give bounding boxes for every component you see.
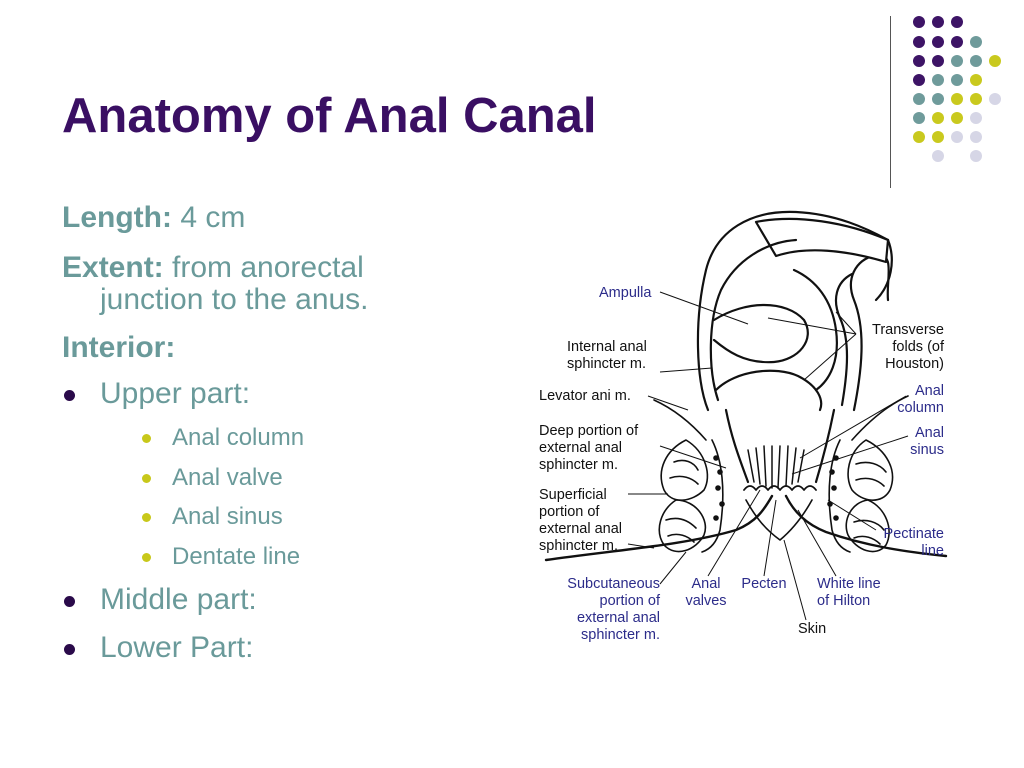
label-deep-line2: external anal [539,440,622,456]
label-pectinate-line2: line [921,543,944,559]
dots-lavender [932,93,1001,162]
interior-line: Interior: [62,326,462,370]
label-ampulla: Ampulla [599,285,652,301]
sub-bullet-dot [142,473,151,483]
sub-bullet-dot [142,434,151,443]
skin-line [544,494,948,562]
title-divider-line [890,16,891,188]
label-transverse-line1: Transverse [872,322,944,338]
bullet-label: Lower Part: [100,631,254,664]
dots-yellow [913,55,1001,143]
length-value: 4 cm [180,201,246,234]
label-internal-line2: sphincter m. [567,356,646,372]
diagram-labels: Ampulla Internal anal sphincter m. Levat… [539,285,945,643]
canal-left-wall [724,408,750,484]
anal-valves [743,485,817,491]
canal-right-wall [814,408,836,484]
label-subcutaneous-line3: external anal [577,610,660,626]
list-item: Anal sinus [62,497,462,537]
extent-line: Extent: from anorectal [62,246,462,290]
list-item: Lower Part: [62,624,462,672]
bullet-dot [64,644,75,655]
list-item: Upper part: [62,370,462,418]
label-superficial-line3: external anal [539,521,622,537]
label-anal-valves-line2: valves [685,593,726,609]
sub-bullet-label: Anal sinus [172,503,283,530]
bullet-label: Upper part: [100,377,251,410]
levator-ani-left [653,399,707,441]
label-deep-line1: Deep portion of [539,423,639,439]
bullet-dot [64,596,75,607]
levator-ani-right [851,395,909,441]
label-transverse-line3: Houston) [885,356,944,372]
anal-columns [747,445,805,489]
label-subcutaneous-line1: Subcutaneous [567,576,660,592]
extent-label: Extent: [62,251,164,284]
list-item: Anal valve [62,458,462,498]
length-label: Length: [62,201,172,234]
list-item: Middle part: [62,576,462,624]
label-deep-line3: sphincter m. [539,457,618,473]
sub-bullet-dot [142,513,151,522]
label-white-line-line2: of Hilton [817,593,870,609]
bullet-label: Middle part: [100,583,257,616]
label-superficial-line4: sphincter m. [539,538,618,554]
label-subcutaneous-line4: sphincter m. [581,627,660,643]
slide-title: Anatomy of Anal Canal [62,89,597,143]
rectum-inner-wall [709,238,798,402]
anal-canal-diagram: Ampulla Internal anal sphincter m. Levat… [539,210,948,643]
interior-label: Interior: [62,331,176,364]
list-item: Dentate line [62,537,462,577]
dots-teal [913,36,982,124]
sub-bullet-dot [142,552,151,562]
sub-bullet-label: Dentate line [172,542,301,570]
label-internal-line1: Internal anal [567,339,647,355]
slide-body: Length: 4 cm Extent: from anorectal junc… [62,196,462,672]
label-white-line-line1: White line [817,576,881,592]
label-anal-column-line2: column [897,400,944,416]
rectum-outer-wall-right [849,253,890,412]
ampulla-fold-lower [714,369,823,412]
leader-lines [627,291,909,621]
label-superficial-line1: Superficial [539,487,607,503]
label-superficial-line2: portion of [539,504,600,520]
rectum-outer-wall [696,210,890,412]
extent-value: from anorectal [172,251,364,284]
ampulla-fold-upper [712,304,809,364]
diagram-drawing [544,210,948,562]
label-pectinate-line1: Pectinate [884,526,944,542]
label-pecten: Pecten [741,576,786,592]
label-anal-valves-line1: Anal [691,576,720,592]
length-line: Length: 4 cm [62,196,462,240]
list-item: Anal column [62,418,462,458]
right-sphincter [827,439,894,553]
label-anal-sinus-line1: Anal [915,425,944,441]
sub-bullet-label: Anal valve [172,463,283,491]
sigmoid-tube [754,217,890,264]
label-subcutaneous-line2: portion of [600,593,661,609]
label-transverse-line2: folds (of [892,339,945,355]
label-levator: Levator ani m. [539,388,631,404]
bullet-dot [64,390,75,401]
dots-purple [913,16,963,86]
label-anal-column-line1: Anal [915,383,944,399]
label-skin: Skin [798,621,826,637]
label-anal-sinus-line2: sinus [910,442,944,458]
sub-bullet-label: Anal column [172,424,305,451]
extent-continuation: junction to the anus. [100,283,369,316]
